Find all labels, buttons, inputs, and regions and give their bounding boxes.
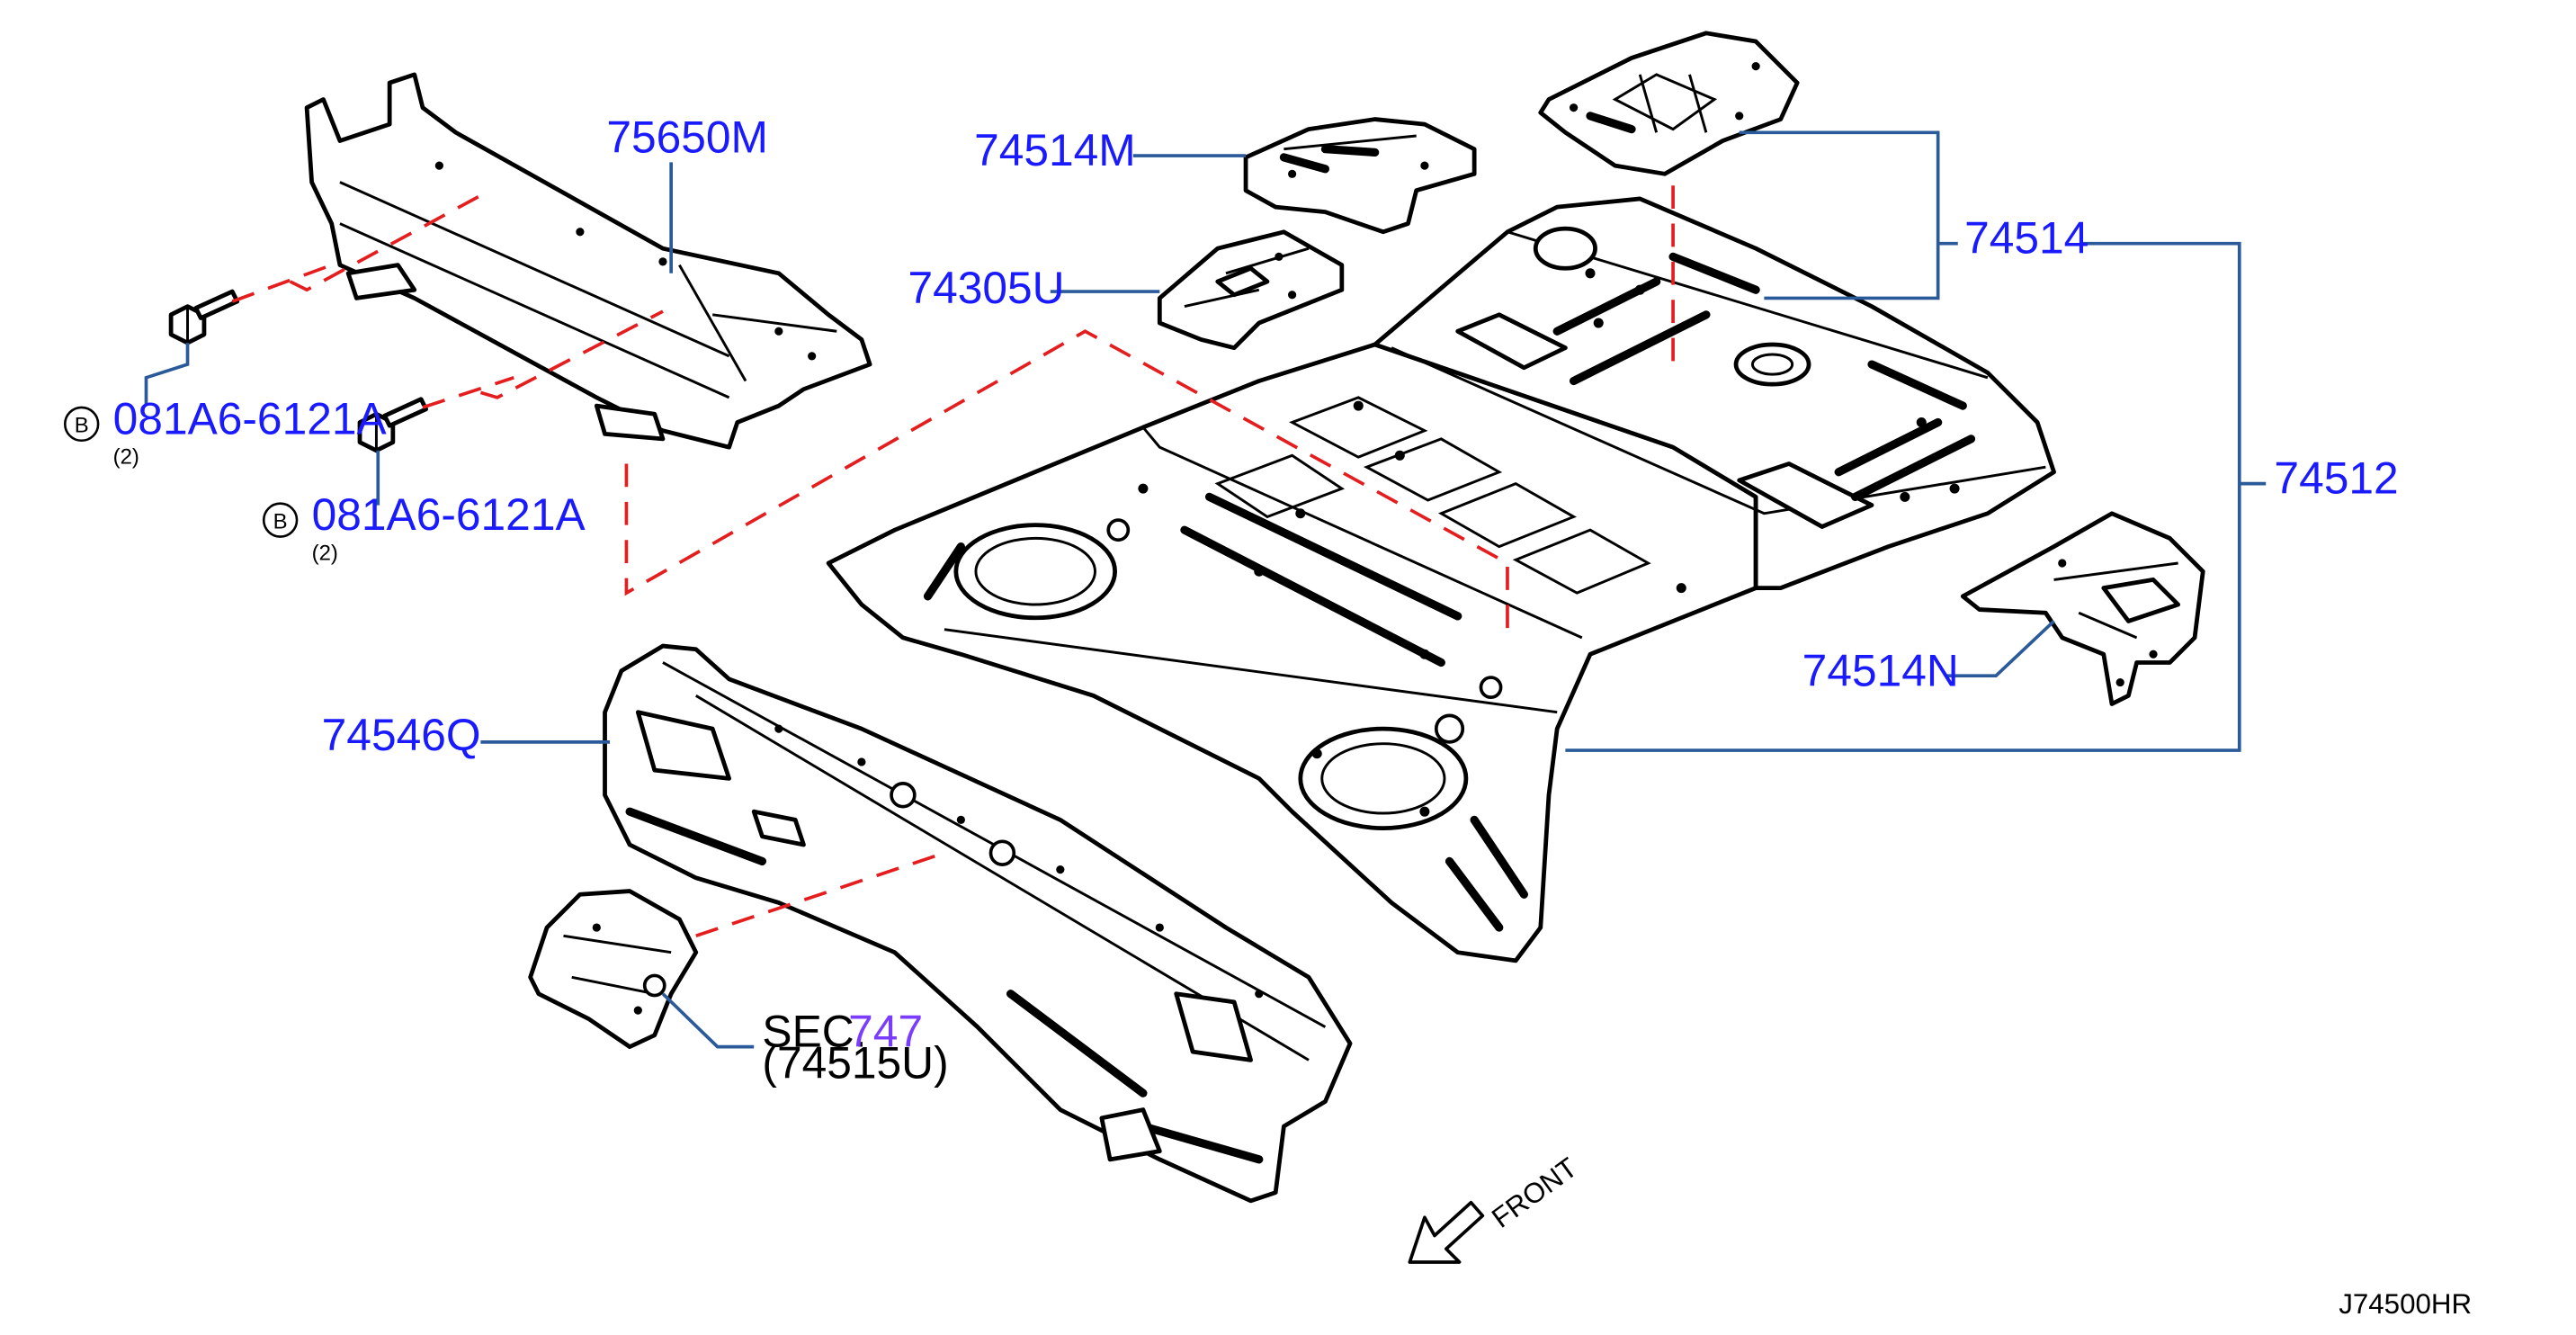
front-arrow-icon (1408, 1200, 1485, 1264)
bolt-081A6-6121A-upper (168, 289, 240, 345)
bolt-qty-2: (2) (312, 541, 338, 565)
front-direction-indicator: FRONT (1408, 1151, 1583, 1264)
bolt-mark-2: B (273, 509, 288, 533)
bracket-74514M (1243, 117, 1477, 235)
front-floor-panel-74514 (1373, 196, 2056, 591)
callout-bolt-081A6-6121A-1: 081A6-6121A (113, 393, 388, 444)
callout-74514: 74514 (1964, 213, 2089, 264)
bracket-74515U (528, 889, 699, 1050)
callout-74514M: 74514M (974, 125, 1136, 175)
diagram-id: J74500HR (2339, 1288, 2472, 1320)
cross-member-75650M (304, 72, 872, 450)
callout-75650M: 75650M (606, 112, 768, 162)
bolt-mark-1: B (75, 414, 89, 438)
callout-74305U: 74305U (908, 263, 1064, 313)
section-reference-747[interactable]: 747 (848, 1007, 923, 1057)
callout-74546Q: 74546Q (322, 710, 481, 760)
bracket-74305U (1157, 229, 1345, 351)
bolt-081A6-6121A-lower (357, 397, 429, 453)
bracket-74514N (1960, 511, 2205, 706)
rear-floor-panel-74512 (826, 342, 1758, 963)
bolt-mark-circle-2 (262, 502, 299, 538)
callout-74512: 74512 (2274, 453, 2398, 504)
phantom-lines (231, 185, 1675, 938)
bolt-mark-circle-1 (63, 406, 100, 443)
rear-panel-74546Q (603, 643, 1353, 1204)
bolt-qty-1: (2) (113, 445, 139, 470)
section-subpart-74515U: (74515U) (762, 1038, 948, 1089)
front-label: FRONT (1486, 1151, 1583, 1234)
callout-bolt-081A6-6121A-2: 081A6-6121A (312, 489, 586, 540)
section-prefix: SEC. (762, 1007, 866, 1057)
tunnel-reinforcement-74514 (1538, 31, 1800, 176)
leader-lines (144, 130, 2267, 1049)
callout-74514N: 74514N (1802, 645, 1959, 695)
